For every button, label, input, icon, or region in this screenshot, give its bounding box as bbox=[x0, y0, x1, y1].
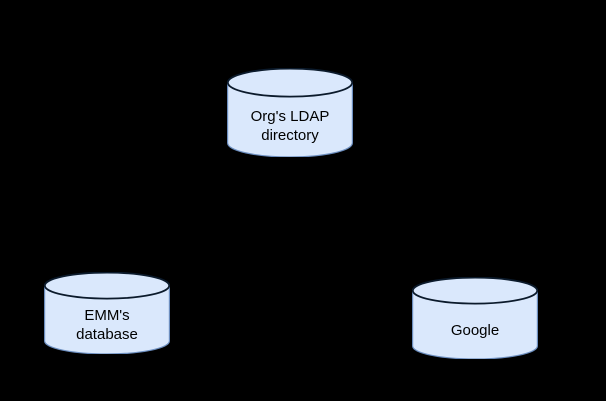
cylinder-emms-database[interactable]: EMM's database bbox=[44, 272, 170, 354]
cylinder-google[interactable]: Google bbox=[412, 277, 538, 359]
cylinder-emms-database-shape bbox=[44, 272, 170, 354]
cylinder-orgs-ldap-directory-shape bbox=[227, 68, 353, 157]
cylinder-google-shape bbox=[412, 277, 538, 359]
cylinder-orgs-ldap-directory[interactable]: Org's LDAP directory bbox=[227, 68, 353, 157]
